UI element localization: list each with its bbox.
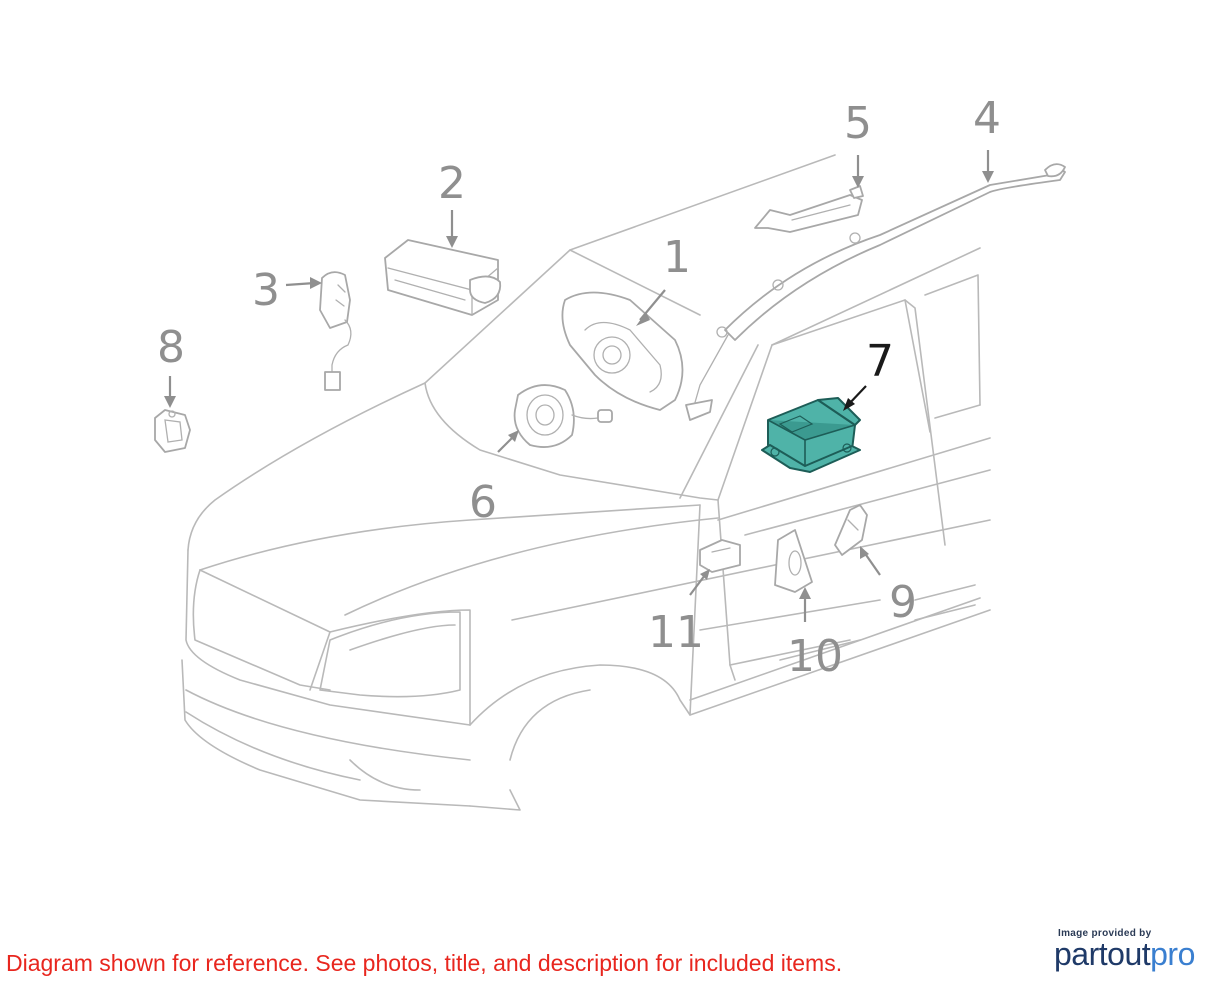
part-3-side-airbag (319, 271, 352, 391)
callout-9: 9 (889, 577, 917, 628)
part-6-spiral-cable (513, 384, 613, 448)
callout-5: 5 (844, 98, 872, 149)
logo-text-part2: pro (1150, 936, 1195, 972)
part-10-side-sensor (774, 529, 813, 593)
callout-7-active: 7 (866, 336, 894, 387)
part-11-pillar-sensor (699, 539, 741, 573)
callout-4: 4 (973, 93, 1001, 144)
part-1-steering-wheel-airbag (561, 291, 684, 411)
callout-6: 6 (469, 477, 497, 528)
diagram-disclaimer: Diagram shown for reference. See photos,… (6, 950, 843, 976)
logo-text-part1: partout (1054, 936, 1151, 972)
vehicle-outline (181, 154, 991, 811)
callout-11: 11 (648, 607, 704, 658)
credit-caption: Image provided by (1058, 928, 1152, 939)
callout-numbers: 1 2 3 4 5 6 7 8 9 10 11 (157, 93, 1001, 682)
callout-3: 3 (252, 265, 280, 316)
part-2-passenger-airbag (384, 239, 502, 316)
part-8-front-sensor (154, 409, 191, 453)
part-4-curtain-airbag (685, 163, 1066, 421)
part-5-sensor-bracket (754, 185, 864, 233)
part-9-side-sensor (834, 504, 868, 556)
partoutpro-logo: partoutpro (1054, 936, 1214, 973)
leader-lines (164, 150, 994, 622)
image-credit: Image provided by partoutpro (1054, 928, 1214, 973)
callout-1: 1 (663, 232, 691, 283)
part-7-airbag-sensor-assembly-highlighted (761, 397, 861, 473)
callout-2: 2 (438, 158, 466, 209)
callout-8: 8 (157, 322, 185, 373)
callout-10: 10 (787, 631, 843, 682)
